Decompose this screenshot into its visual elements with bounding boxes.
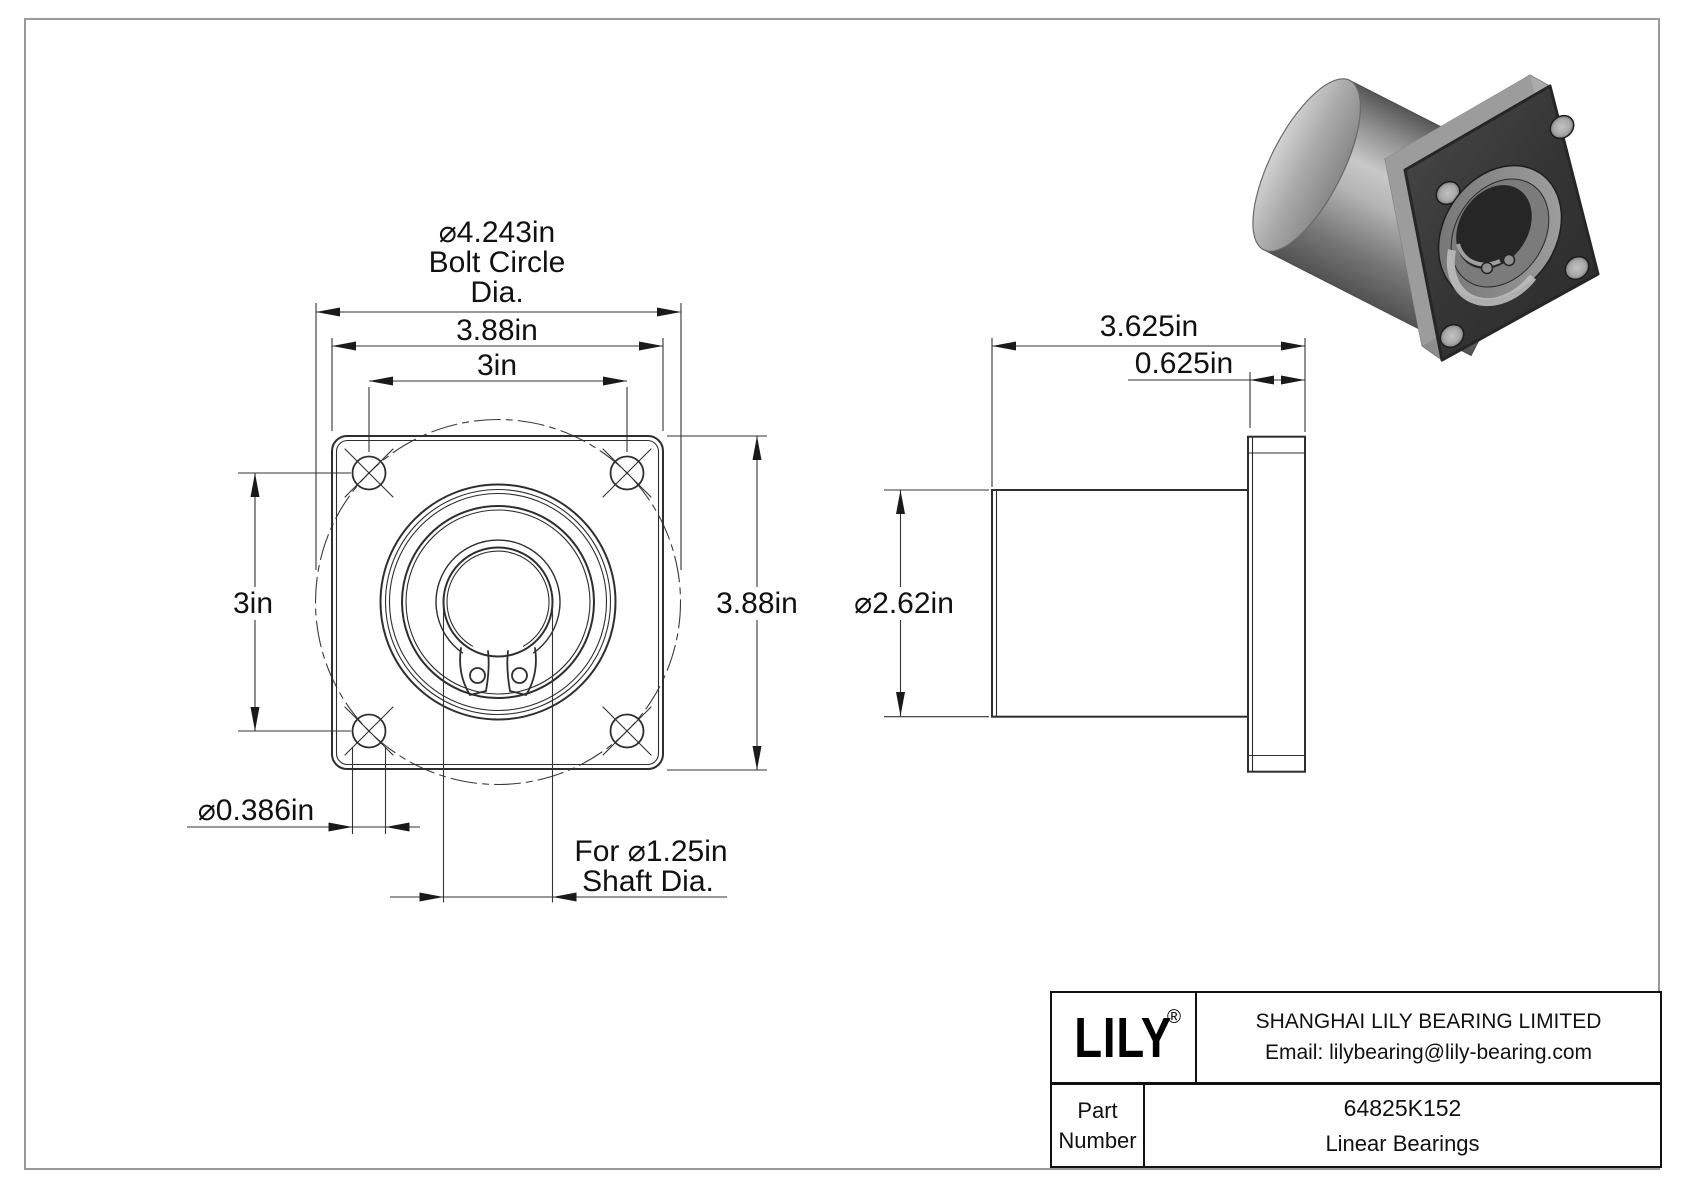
dim-bolt-hole-dia: ⌀0.386in	[198, 794, 314, 827]
dim-flange-width: 3.88in	[456, 314, 538, 347]
registered-mark: ®	[1167, 1007, 1181, 1028]
dim-bolt-spacing-h: 3in	[477, 349, 517, 382]
company-cell: SHANGHAI LILY BEARING LIMITED Email: lil…	[1197, 993, 1660, 1082]
side-dimension-labels: 3.625in 0.625in ⌀2.62in	[854, 310, 1233, 620]
sheet-border	[24, 18, 1660, 1170]
side-dimensions	[884, 338, 1306, 718]
dim-outer-dia: ⌀2.62in	[854, 587, 954, 620]
front-dimension-labels: ⌀4.243in Bolt Circle Dia. 3.88in 3in 3in…	[198, 216, 798, 898]
front-dimensions	[187, 303, 767, 898]
retaining-ring-lugs	[459, 647, 537, 697]
part-category: Linear Bearings	[1325, 1130, 1480, 1156]
part-number: 64825K152	[1343, 1094, 1462, 1121]
iso-view	[1252, 74, 1600, 362]
dim-overall-length: 3.625in	[1100, 310, 1198, 343]
lily-logo: LILY	[1074, 1005, 1173, 1070]
side-flange	[1247, 435, 1306, 773]
dim-bolt-spacing-v: 3in	[233, 587, 273, 620]
dim-bolt-circle-label1: Bolt Circle	[429, 246, 566, 279]
shaft-note-line2: Shaft Dia.	[582, 865, 714, 898]
part-label-line2: Number	[1058, 1127, 1137, 1153]
part-number-cell: 64825K152 Linear Bearings	[1145, 1085, 1660, 1166]
iso-bolt-holes	[1435, 114, 1590, 349]
iso-bore	[1437, 164, 1563, 307]
flange-outline	[331, 435, 664, 770]
front-view	[314, 418, 682, 903]
bolt-circle-centerline	[314, 418, 682, 786]
company-email: Email: lilybearing@lily-bearing.com	[1264, 1041, 1593, 1064]
dim-flange-height: 3.88in	[716, 587, 798, 620]
logo-cell: LILY ®	[1052, 993, 1197, 1082]
side-body	[991, 489, 1249, 718]
dim-flange-thickness: 0.625in	[1135, 347, 1233, 380]
side-view	[991, 435, 1306, 773]
company-name: SHANGHAI LILY BEARING LIMITED	[1255, 1010, 1602, 1033]
title-block: LILY ® SHANGHAI LILY BEARING LIMITED Ema…	[1050, 991, 1662, 1168]
front-dimension-arrows	[250, 307, 762, 902]
side-dimension-arrows	[896, 341, 1305, 716]
part-label-line1: Part	[1077, 1097, 1118, 1123]
part-label-cell: Part Number	[1052, 1085, 1145, 1166]
shaft-note-line1: For ⌀1.25in	[574, 835, 727, 868]
dim-bolt-circle-dia: ⌀4.243in	[439, 216, 555, 249]
dim-bolt-circle-label2: Dia.	[470, 276, 523, 309]
